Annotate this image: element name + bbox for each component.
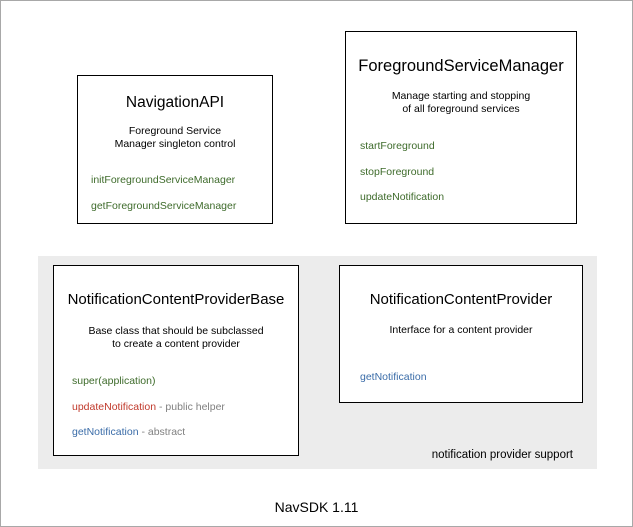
class-box-foreground-service-manager[interactable]: ForegroundServiceManager Manage starting… <box>345 31 577 224</box>
class-title-foreground-service-manager: ForegroundServiceManager <box>358 57 564 75</box>
member-list-notification-content-provider-base: super(application) updateNotification - … <box>54 376 298 438</box>
member-note: - public helper <box>156 400 225 413</box>
member-get-notification-abstract[interactable]: getNotification - abstract <box>72 427 298 438</box>
group-panel-label: notification provider support <box>431 449 573 461</box>
member-list-navigation-api: initForegroundServiceManager getForegrou… <box>78 175 272 211</box>
member-get-foreground-service-manager[interactable]: getForegroundServiceManager <box>91 199 272 212</box>
footer-caption-navsdk-version: NavSDK 1.11 <box>274 499 359 515</box>
member-list-notification-content-provider: getNotification <box>340 372 582 383</box>
member-name: getNotification <box>72 426 139 438</box>
member-name: stopForeground <box>360 165 435 178</box>
class-description-foreground-service-manager: Manage starting and stopping of all fore… <box>391 90 531 116</box>
class-description-navigation-api: Foreground Service Manager singleton con… <box>114 125 236 151</box>
member-init-foreground-service-manager[interactable]: initForegroundServiceManager <box>91 175 272 186</box>
class-title-notification-content-provider-base: NotificationContentProviderBase <box>67 291 285 308</box>
member-stop-foreground[interactable]: stopForeground <box>360 165 576 178</box>
member-get-notification[interactable]: getNotification <box>360 372 582 383</box>
member-super-application[interactable]: super(application) <box>72 376 298 387</box>
member-name: super(application) <box>72 375 156 387</box>
class-description-notification-content-provider: Interface for a content provider <box>389 324 533 336</box>
member-list-foreground-service-manager: startForeground stopForeground updateNot… <box>346 141 576 203</box>
member-name: initForegroundServiceManager <box>91 174 236 186</box>
member-start-foreground[interactable]: startForeground <box>360 141 576 152</box>
member-update-notification[interactable]: updateNotification <box>360 192 576 203</box>
class-title-navigation-api: NavigationAPI <box>125 94 225 111</box>
class-description-notification-content-provider-base: Base class that should be subclassed to … <box>88 325 264 351</box>
member-name: getNotification <box>360 371 427 383</box>
class-box-notification-content-provider-base[interactable]: NotificationContentProviderBase Base cla… <box>53 265 299 456</box>
member-name: updateNotification <box>360 191 445 203</box>
member-name: updateNotification <box>72 400 157 413</box>
class-box-notification-content-provider[interactable]: NotificationContentProvider Interface fo… <box>339 265 583 403</box>
member-name: getForegroundServiceManager <box>91 199 237 212</box>
member-note: - abstract <box>138 426 186 438</box>
class-box-navigation-api[interactable]: NavigationAPI Foreground Service Manager… <box>77 75 273 224</box>
member-update-notification-public-helper[interactable]: updateNotification - public helper <box>72 400 298 413</box>
class-title-notification-content-provider: NotificationContentProvider <box>369 291 553 308</box>
member-name: startForeground <box>360 140 435 152</box>
